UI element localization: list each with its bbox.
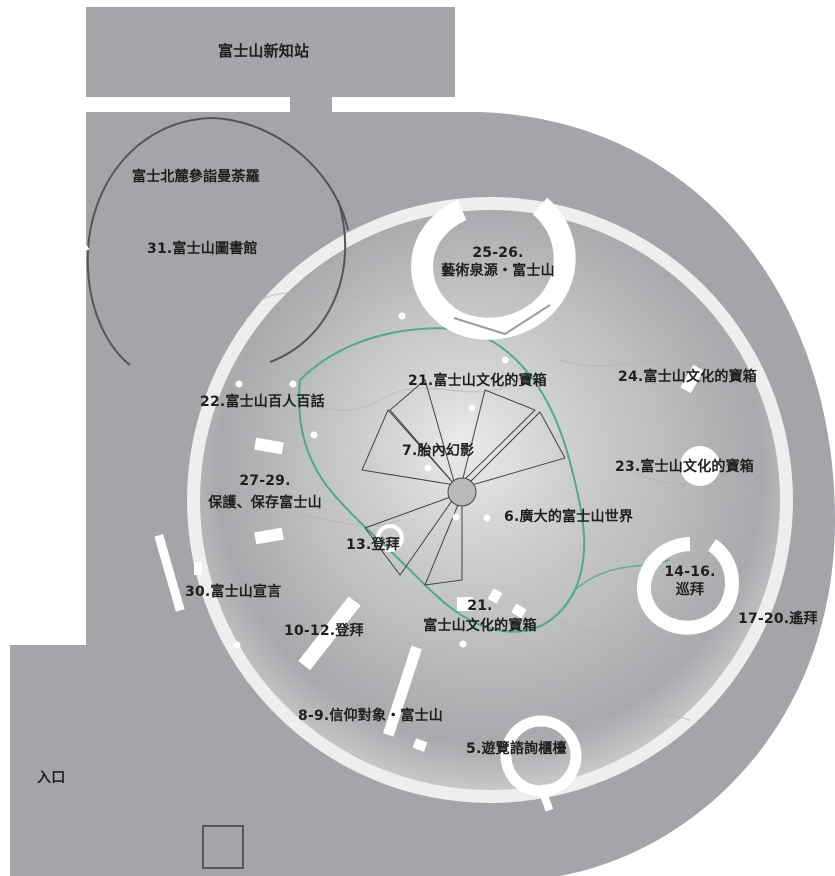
- marker-dots: [233, 312, 509, 649]
- central-fan: [361, 379, 566, 586]
- ring-13: [376, 524, 404, 552]
- hub-circle: [447, 477, 477, 507]
- exhibit-21-top-label: 21.富士山文化的寶箱: [408, 373, 548, 389]
- exhibit-27-29-title: 保護、保存富士山: [208, 495, 322, 511]
- exhibit-25-26-title: 藝術泉源・富士山: [441, 263, 555, 279]
- exhibit-10-12-label: 10-12.登拜: [284, 623, 364, 639]
- exhibit-17-20-label: 17-20.遙拜: [738, 611, 818, 627]
- exhibit-23-label: 23.富士山文化的寶箱: [615, 459, 755, 475]
- exhibit-27-29-number: 27-29.: [239, 473, 291, 489]
- exhibit-6-label: 6.廣大的富士山世界: [504, 509, 634, 525]
- exhibit-7-label: 7.胎內幻影: [402, 443, 475, 459]
- exhibit-13-label: 13.登拜: [346, 537, 400, 553]
- exhibit-8-9-label: 8-9.信仰對象・富士山: [298, 708, 444, 724]
- entrance-label: 入口: [37, 770, 66, 786]
- exhibit-30-label: 30.富士山宣言: [185, 584, 282, 600]
- circle-23: [680, 446, 720, 486]
- exhibit-14-16-title: 巡拜: [675, 582, 705, 598]
- exhibit-21-bottom-label: 21. 富士山文化的寶箱: [405, 597, 555, 635]
- library-label: 31.富士山圖書館: [147, 241, 258, 257]
- trail-line: [298, 327, 586, 633]
- exhibit-21-bottom-number: 21.: [467, 598, 493, 614]
- entrance-square: [202, 825, 244, 869]
- mandala-arc: [86, 117, 213, 366]
- exhibit-21-bottom-title: 富士山文化的寶箱: [423, 618, 537, 634]
- exhibit-24-label: 24.富士山文化的寶箱: [618, 369, 758, 385]
- annex-title: 富士山新知站: [218, 42, 310, 60]
- exhibit-25-26-label: 25-26. 藝術泉源・富士山: [418, 244, 578, 280]
- wall-panels: [154, 364, 704, 752]
- ring-25-26: [411, 197, 576, 340]
- ring-14-16: [636, 537, 740, 635]
- exhibit-14-16-label: 14-16. 巡拜: [650, 563, 730, 599]
- mandala-label: 富士北麓參詣曼荼羅: [132, 169, 260, 185]
- exhibit-5-label: 5.遊覽諮詢櫃檯: [466, 741, 567, 757]
- annex-room: [86, 7, 455, 97]
- exhibit-14-16-number: 14-16.: [664, 564, 716, 580]
- annex-connector: [290, 95, 332, 115]
- exhibit-22-label: 22.富士山百人百話: [200, 394, 325, 410]
- exhibit-27-29-label: 27-29. 保護、保存富士山: [180, 472, 350, 512]
- exhibit-25-26-number: 25-26.: [472, 245, 524, 261]
